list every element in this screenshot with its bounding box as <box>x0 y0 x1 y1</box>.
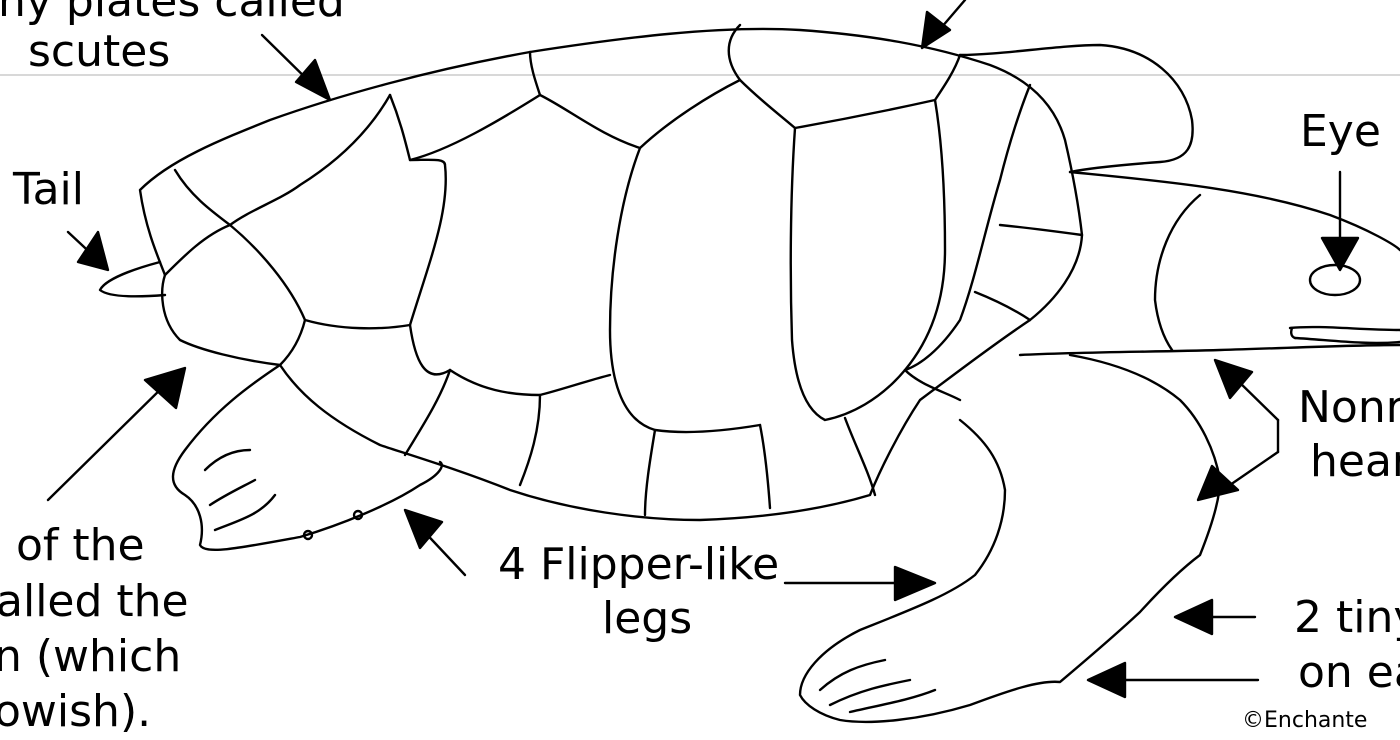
arrowhead-claw-1 <box>1175 600 1212 634</box>
scute-line <box>540 25 740 148</box>
arrowhead-front-flipper <box>895 567 935 600</box>
scute-line <box>845 418 875 495</box>
scute-line <box>520 395 540 485</box>
scute-line <box>975 292 1030 320</box>
scute-line <box>791 100 945 420</box>
tail <box>100 262 165 296</box>
arrow-plastron <box>48 380 170 500</box>
label-eye: Eye <box>1300 104 1381 160</box>
arrowhead-tail <box>78 232 108 270</box>
mouth-1 <box>1290 327 1400 330</box>
rear-flipper-line-1 <box>205 450 250 470</box>
scute-line <box>410 52 540 160</box>
front-flipper-bottom <box>800 355 1220 722</box>
label-flipper-1: 4 Flipper-like <box>498 537 779 593</box>
front-flipper-line-3 <box>850 690 935 712</box>
label-plastron-3: n (which <box>0 629 181 685</box>
arrowhead-head-1 <box>1215 360 1252 398</box>
arrowhead-scutes <box>296 60 330 100</box>
scute-line <box>1000 225 1082 235</box>
copyright-text: ©Enchante <box>1242 708 1367 734</box>
arrowhead-plastron <box>145 368 185 408</box>
carapace-outline <box>140 29 1082 520</box>
scute-line <box>230 225 305 365</box>
scute-line <box>450 370 610 395</box>
scute-line <box>305 320 450 374</box>
label-nonretractable-2: hear <box>1310 434 1400 490</box>
label-tail: Tail <box>13 162 84 218</box>
label-claws-1: 2 tiny <box>1294 590 1400 646</box>
neck-line <box>1155 195 1200 350</box>
head-bottom <box>1020 345 1400 355</box>
arrowhead-top <box>922 12 950 48</box>
scute-line <box>165 225 230 275</box>
label-flipper-2: legs <box>602 591 692 647</box>
scute-line <box>905 85 1030 370</box>
rear-flipper-line-3 <box>215 495 275 530</box>
label-claws-2: on ea <box>1298 645 1400 701</box>
scute-line <box>610 148 760 432</box>
eye <box>1310 265 1360 295</box>
scute-line <box>760 425 770 508</box>
front-flipper-top <box>960 45 1193 172</box>
scute-line <box>390 95 446 325</box>
mouth-2 <box>1295 338 1400 343</box>
scute-line <box>405 370 450 455</box>
arrowhead-head-2 <box>1198 466 1238 500</box>
label-plastron-4: owish). <box>0 684 151 740</box>
label-plastron-2: alled the <box>0 574 189 630</box>
scute-line <box>905 370 960 400</box>
scute-line <box>740 55 960 128</box>
label-plastron-1: of the <box>16 518 145 574</box>
front-flipper-line-1 <box>820 660 885 690</box>
scute-line <box>645 430 655 515</box>
arrow-head-2 <box>1230 452 1278 485</box>
label-nonretractable-1: Nonr <box>1298 380 1400 436</box>
arrowhead-claw-2 <box>1088 663 1125 697</box>
rear-flipper <box>173 365 442 550</box>
mouth-3 <box>1291 328 1295 338</box>
label-scutes: scutes <box>28 24 170 80</box>
arrowhead-rear-flipper <box>405 510 442 548</box>
rear-flipper-line-2 <box>210 480 255 505</box>
